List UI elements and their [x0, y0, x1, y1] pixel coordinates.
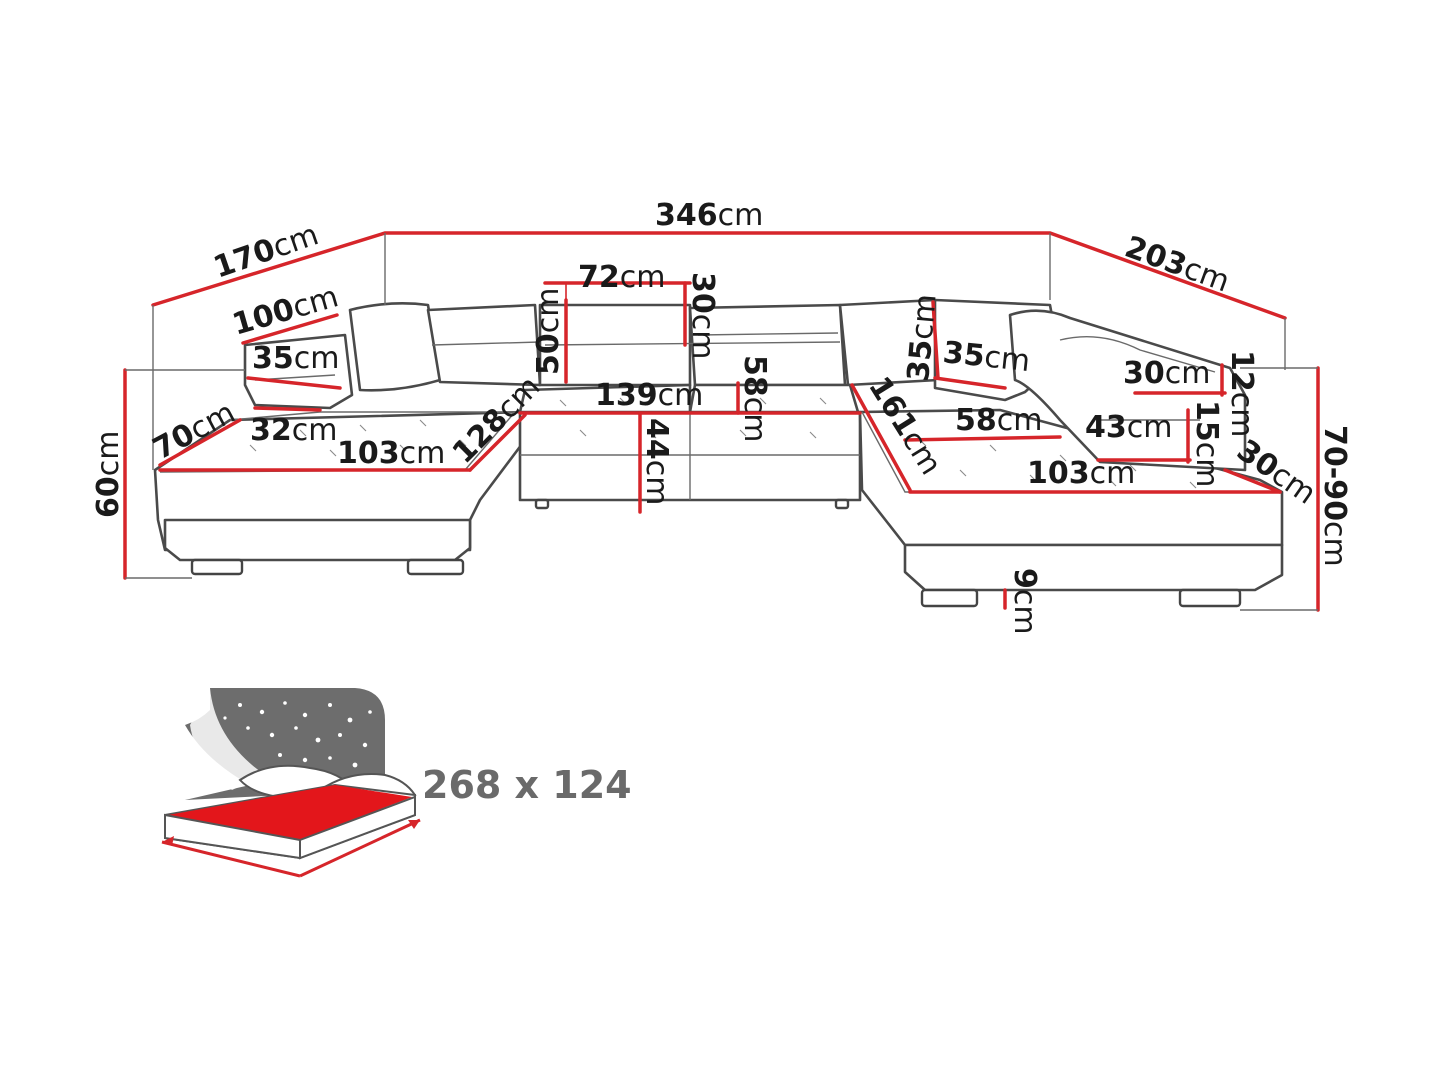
stars-icon [223, 701, 372, 768]
label-headrest-width: 72cm [578, 260, 665, 295]
label-seat-height: 44cm [639, 418, 674, 505]
dimension-lines [123, 231, 1320, 612]
label-right-armrest-width: 30cm [1123, 356, 1210, 391]
label-left-armrest-length: 100cm [229, 279, 343, 343]
label-right-back-width: 35cm [941, 335, 1032, 379]
label-right-armrest-height: 12cm [1224, 350, 1259, 437]
label-left-seat-depth: 32cm [250, 413, 337, 448]
bed-icon [161, 688, 421, 878]
label-height-left: 60cm [91, 431, 126, 518]
sofa-outline [153, 298, 1284, 608]
label-left-armrest-width: 35cm [252, 341, 339, 376]
label-middle-width: 139cm [595, 378, 703, 413]
label-right-depth: 203cm [1120, 230, 1234, 300]
label-left-depth: 170cm [209, 217, 323, 285]
label-height-right: 70-90cm [1317, 425, 1352, 567]
sleeping-area-size: 268 x 124 [422, 763, 632, 807]
label-middle-seat-depth: 58cm [737, 355, 772, 442]
label-right-back-height: 35cm [901, 293, 943, 383]
tufting [249, 397, 1197, 489]
label-right-arm-height: 15cm [1189, 400, 1224, 487]
label-right-seat-depth: 58cm [955, 403, 1042, 438]
legs [190, 498, 1242, 608]
label-total-width: 346cm [655, 198, 763, 233]
label-headrest-height: 30cm [685, 272, 720, 359]
label-right-lounge-width: 103cm [1027, 456, 1135, 491]
label-right-arm-length: 43cm [1085, 410, 1172, 445]
label-left-lounge-width: 103cm [337, 436, 445, 471]
dimension-labels: 346cm 170cm 203cm 100cm 35cm 70cm 32cm 1… [91, 198, 1352, 635]
label-leg-height: 9cm [1007, 568, 1042, 635]
label-back-height: 50cm [531, 288, 566, 375]
